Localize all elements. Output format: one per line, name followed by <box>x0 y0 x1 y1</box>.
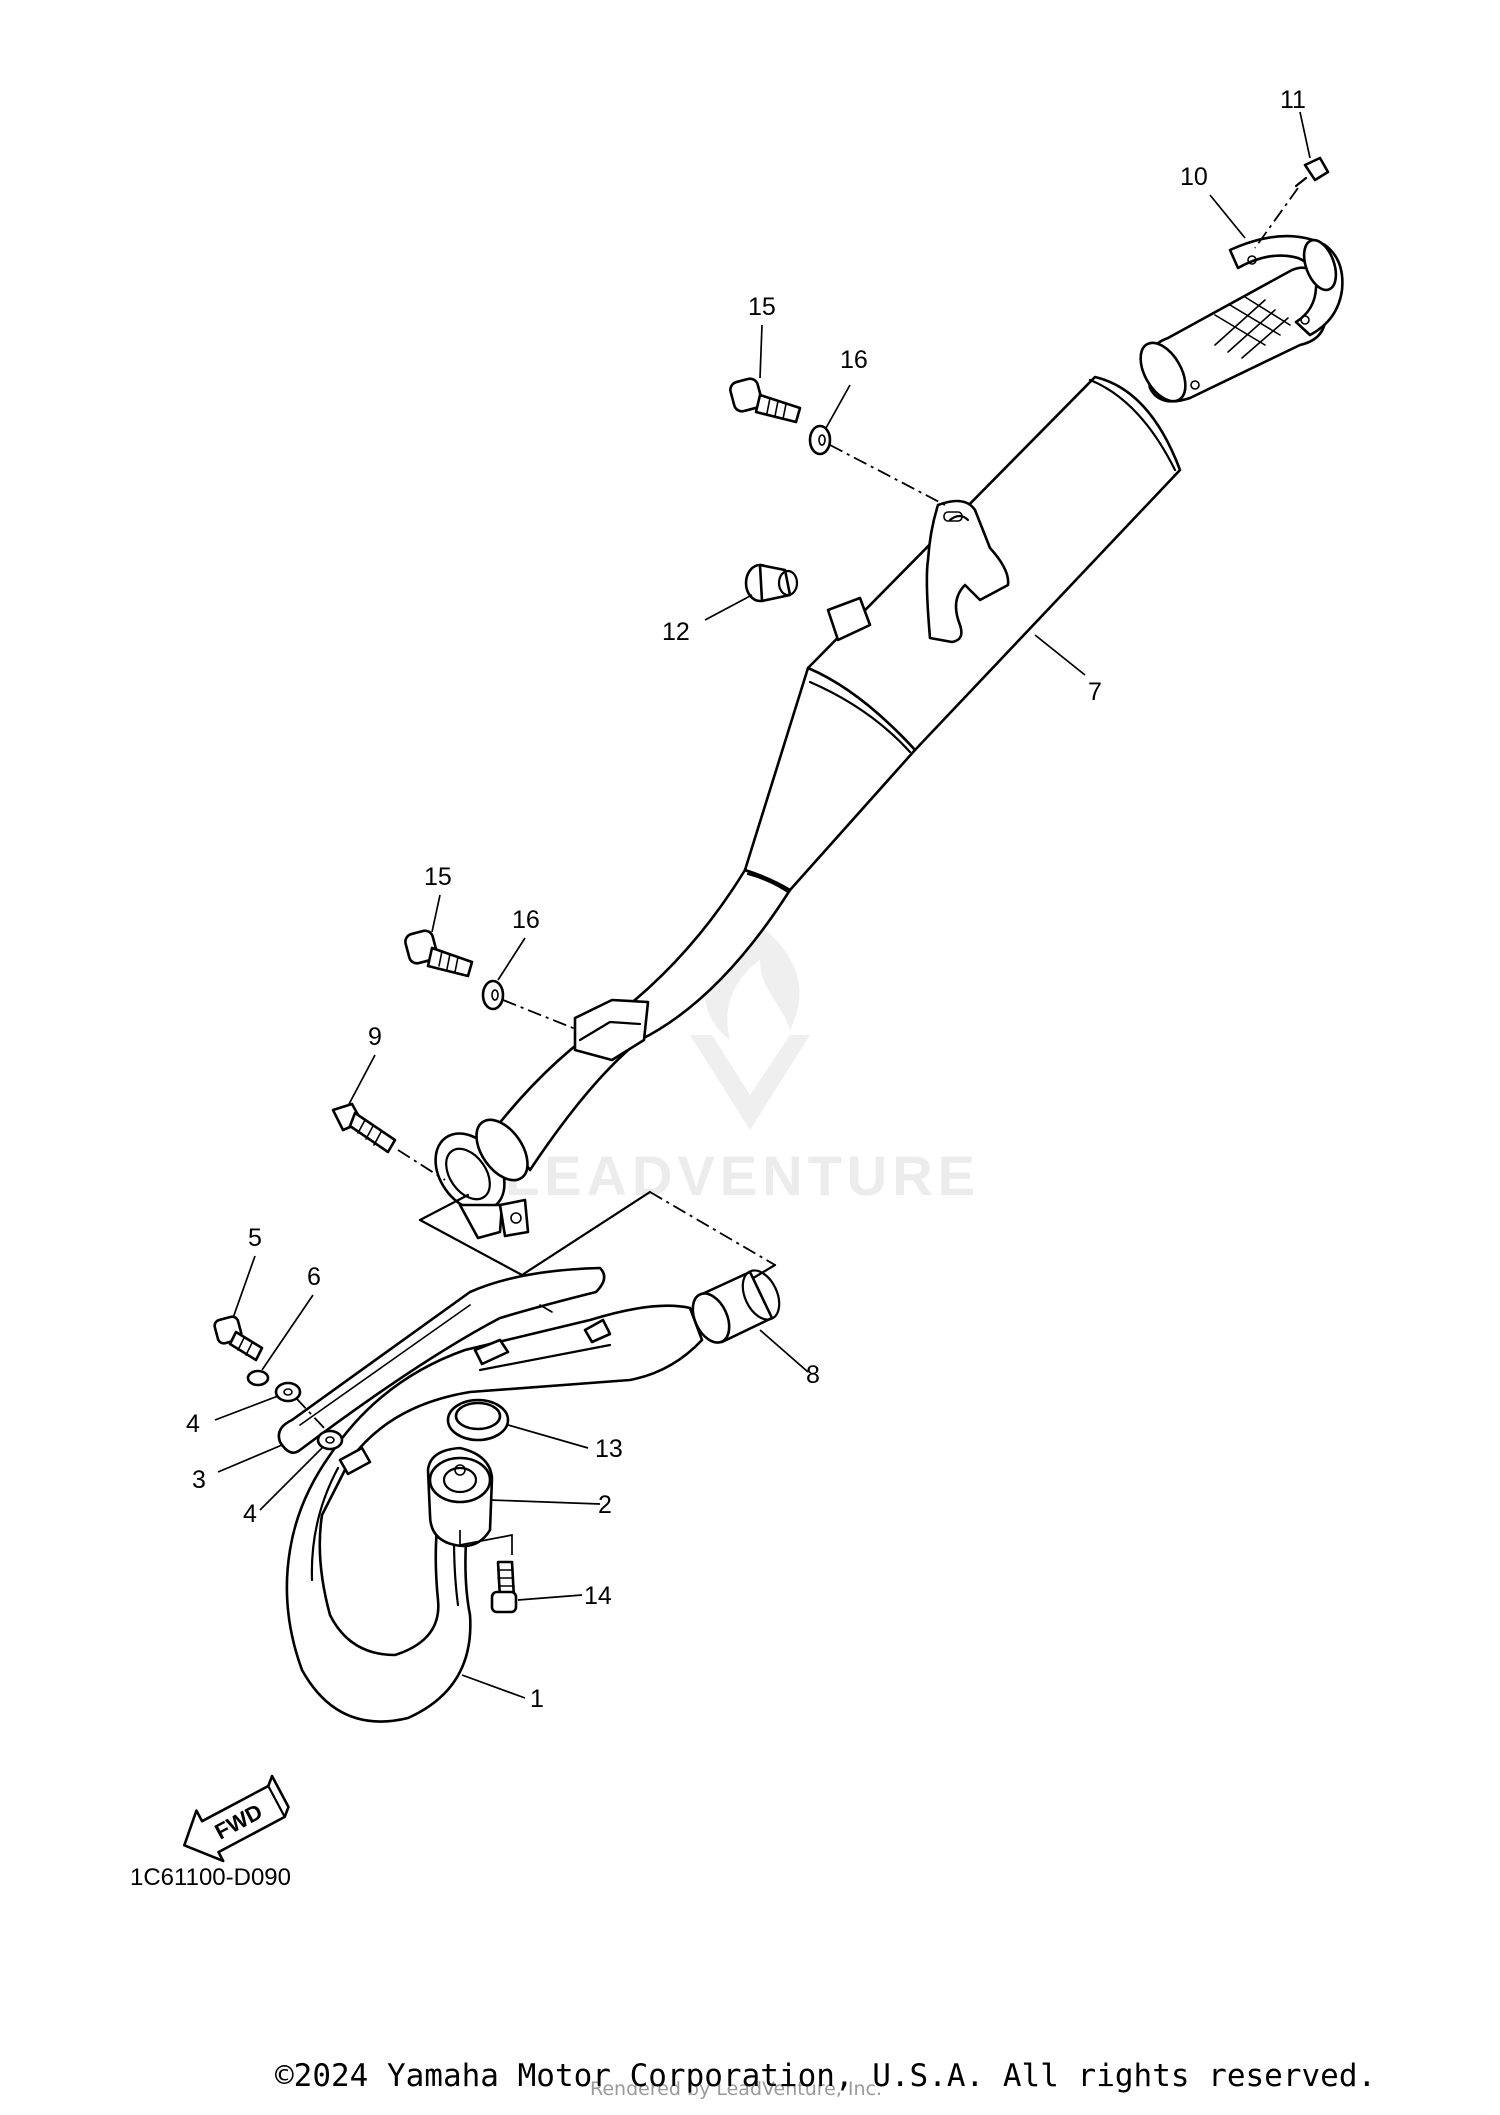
callout-11: 11 <box>1280 86 1306 114</box>
callout-13: 13 <box>595 1435 623 1463</box>
leadventure-watermark: LEADVENTURE <box>505 915 980 1207</box>
callout-1: 1 <box>530 1685 544 1713</box>
callout-2: 2 <box>598 1491 612 1519</box>
fwd-direction-arrow: FWD <box>183 1774 290 1863</box>
callout-15-upper: 15 <box>748 293 776 321</box>
callout-3: 3 <box>192 1466 206 1494</box>
bolt-14 <box>490 1560 518 1614</box>
callout-9: 9 <box>368 1023 382 1051</box>
callout-4-lower: 4 <box>243 1500 257 1528</box>
washer-16-upper <box>808 424 832 456</box>
spark-arrester-insert <box>1139 234 1344 403</box>
leader-lines <box>214 111 1311 1699</box>
diagram-code: 1C61100-D090 <box>130 1864 291 1891</box>
callout-16-upper: 16 <box>840 346 868 374</box>
callout-labels: 11 10 15 16 12 7 15 16 9 5 6 4 3 4 13 2 … <box>186 86 1306 1713</box>
exhaust-pipe-1 <box>285 1304 704 1723</box>
muffler-assembly <box>434 375 1182 1240</box>
callout-5: 5 <box>248 1224 262 1252</box>
gasket-8 <box>691 1269 781 1344</box>
washer-4-lower <box>316 1429 344 1451</box>
flange-2 <box>426 1446 494 1548</box>
bolt-11 <box>1294 156 1330 188</box>
bolt-15-lower <box>404 929 474 978</box>
callout-16-lower: 16 <box>512 906 540 934</box>
rendered-by-text: Rendered by LeadVenture, Inc. <box>590 2078 883 2100</box>
callout-12: 12 <box>662 618 690 646</box>
callout-14: 14 <box>584 1582 612 1610</box>
callout-7: 7 <box>1088 678 1102 706</box>
washer-4-upper <box>274 1381 302 1403</box>
gasket-13 <box>446 1398 510 1442</box>
bolt-15-upper <box>729 377 802 424</box>
watermark-text: LEADVENTURE <box>505 1144 980 1207</box>
bolt-9 <box>331 1102 397 1154</box>
washer-16-lower <box>481 979 505 1011</box>
washer-6 <box>246 1369 270 1387</box>
damper-12 <box>744 563 799 603</box>
bolt-5 <box>213 1315 264 1362</box>
callout-10: 10 <box>1180 163 1208 191</box>
callout-6: 6 <box>307 1263 321 1291</box>
copyright-text: ©2024 Yamaha Motor Corporation, U.S.A. A… <box>275 2058 1377 2094</box>
callout-4-upper: 4 <box>186 1410 200 1438</box>
callout-8: 8 <box>806 1361 820 1389</box>
callout-15-lower: 15 <box>424 863 452 891</box>
